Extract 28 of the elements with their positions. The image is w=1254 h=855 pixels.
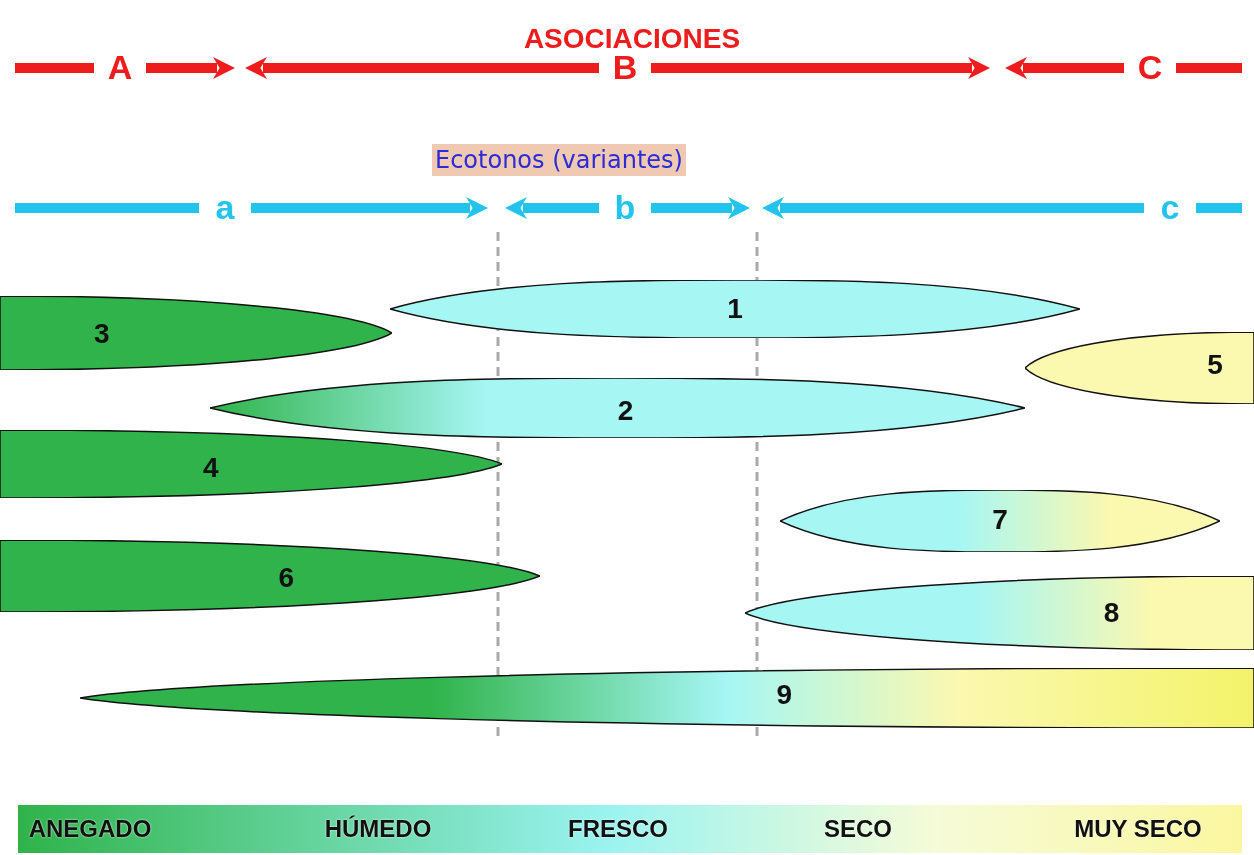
lens-shape <box>0 296 392 370</box>
zone-number: 2 <box>617 397 634 425</box>
moisture-label: HÚMEDO <box>323 814 433 844</box>
lens-shape <box>1025 332 1254 404</box>
zone-number: 7 <box>992 505 1008 534</box>
zone-number: 4 <box>203 454 219 483</box>
range-letter: A <box>106 50 134 84</box>
zone-number: 9 <box>776 681 793 709</box>
lens-shape <box>0 430 502 498</box>
zone-number: 1 <box>727 295 743 323</box>
ecotone-heading: Ecotonos (variantes) <box>432 144 686 176</box>
moisture-label: SECO <box>823 814 893 844</box>
moisture-label: FRESCO <box>567 814 669 844</box>
zone-number: 3 <box>94 320 110 349</box>
range-letter: C <box>1136 50 1164 84</box>
zone-number: 5 <box>1207 351 1223 380</box>
zone-number: 8 <box>1103 599 1120 627</box>
zone-number: 6 <box>278 564 294 593</box>
range-letter: a <box>214 190 236 224</box>
moisture-label: MUY SECO <box>1073 814 1203 844</box>
moisture-label: ANEGADO <box>27 814 153 844</box>
lens-shape <box>210 378 1025 438</box>
lens-shape <box>80 668 1254 728</box>
lens-shape <box>745 576 1254 650</box>
range-letter: c <box>1159 190 1181 224</box>
range-letter: b <box>613 190 637 224</box>
lens-shape <box>780 490 1220 552</box>
lens-shape <box>0 540 540 612</box>
